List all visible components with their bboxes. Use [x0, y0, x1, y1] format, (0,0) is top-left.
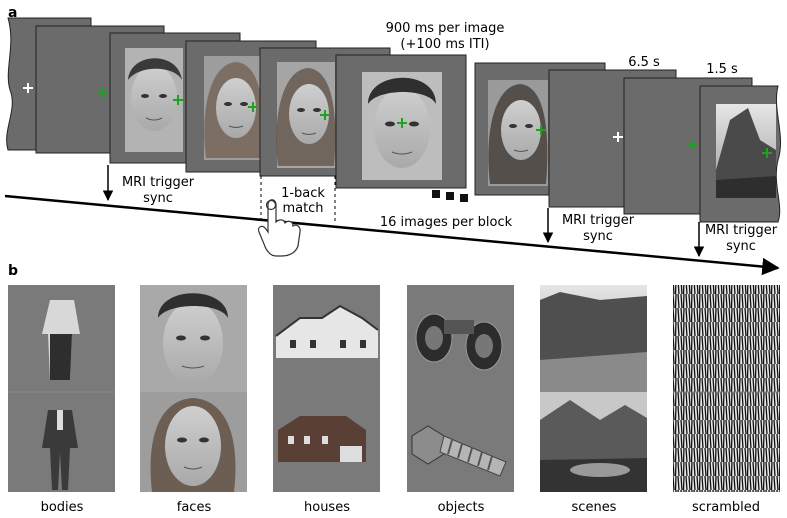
ellipsis-squares — [432, 190, 468, 202]
fixation-cross-green — [320, 110, 330, 120]
oneback-line2: match — [282, 201, 323, 216]
trigger-right-line2: sync — [726, 239, 756, 254]
timing-main-line2: (+100 ms ITI) — [400, 37, 489, 52]
timing-main-line1: 900 ms per image — [386, 21, 505, 36]
fixation-cross-green — [173, 95, 183, 105]
category-label-houses: houses — [304, 500, 350, 515]
block-count-label: 16 images per block — [380, 215, 513, 230]
fixation-cross-green — [762, 148, 772, 158]
category-objects-images — [407, 285, 514, 492]
category-label-scrambled: scrambled — [692, 500, 760, 515]
panel-a-label: a — [8, 5, 17, 21]
fixation-cross-green — [248, 102, 258, 112]
trigger-left-line2: sync — [143, 191, 173, 206]
trigger-mid-line2: sync — [583, 229, 613, 244]
category-faces-images — [140, 285, 247, 492]
face-image-3 — [276, 62, 336, 168]
fixation-cross-green — [97, 88, 107, 98]
oneback-line1: 1-back — [281, 186, 325, 201]
fixation-cross-green — [397, 118, 407, 128]
trigger-mid-line1: MRI trigger — [562, 213, 635, 228]
face-image-5 — [488, 80, 548, 186]
fixation-cross-green — [536, 125, 546, 135]
oneback-bracket — [260, 176, 336, 222]
timing-end: 1.5 s — [706, 62, 738, 77]
fixation-cross-green — [687, 140, 697, 150]
fixation-cross-white — [23, 83, 33, 93]
trigger-right-line1: MRI trigger — [705, 223, 778, 238]
category-houses-images — [273, 285, 380, 492]
category-label-objects: objects — [438, 500, 485, 515]
trigger-left-line1: MRI trigger — [122, 175, 195, 190]
pointing-hand-icon — [257, 199, 301, 257]
panel-b-label: b — [8, 263, 18, 279]
timing-fixation: 6.5 s — [628, 55, 660, 70]
category-bodies-images — [8, 285, 115, 492]
category-label-bodies: bodies — [41, 500, 84, 515]
category-label-scenes: scenes — [572, 500, 617, 515]
fixation-cross-white — [613, 132, 623, 142]
timeline-arrow — [4, 194, 780, 276]
category-scrambled-images — [673, 285, 780, 492]
face-image-2 — [204, 56, 264, 160]
category-label-faces: faces — [177, 500, 212, 515]
category-scenes-images — [540, 285, 647, 492]
